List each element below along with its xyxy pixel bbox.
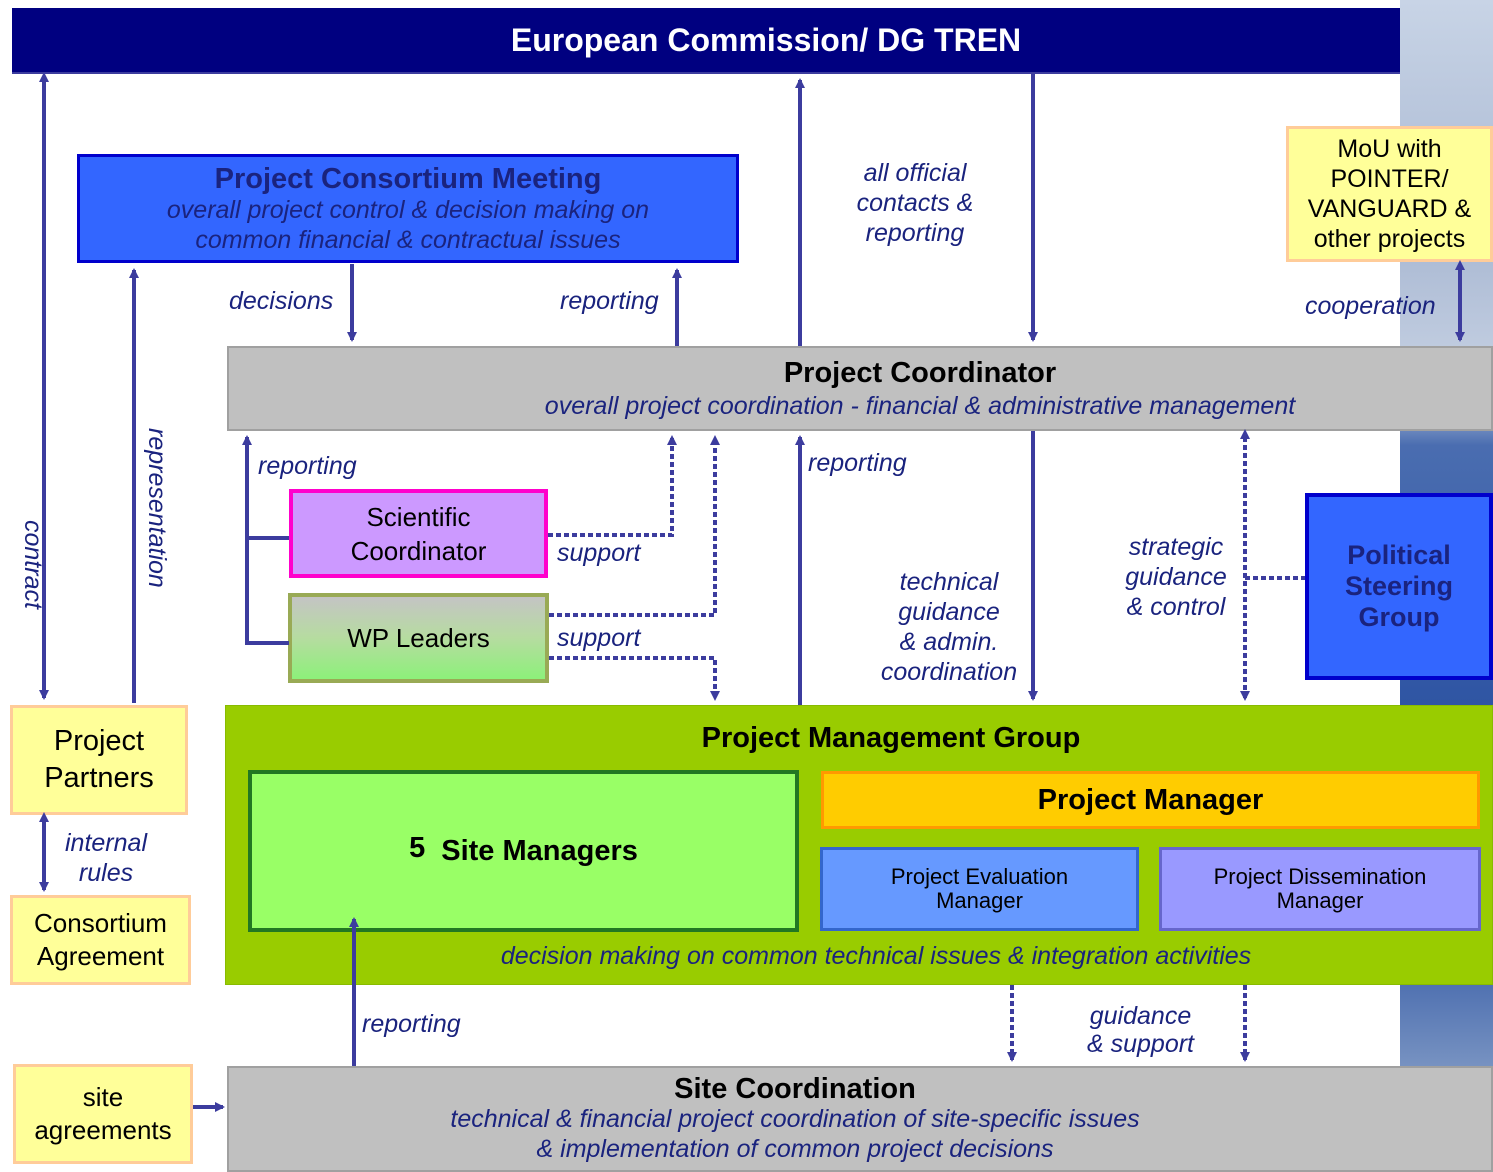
guidance-line-2: & support <box>1086 1030 1194 1058</box>
project-coordinator-title: Project Coordinator <box>783 356 1057 389</box>
project-partners-box: Project Partners <box>10 705 188 815</box>
partners-line-2: Partners <box>44 762 154 794</box>
scientific-coordinator-line-1: Scientific <box>366 501 471 532</box>
strategic-line-3: & control <box>1126 593 1226 621</box>
support-scientific-dotted <box>548 435 677 537</box>
consortium-meeting-subtitle-2: common financial & contractual issues <box>195 225 621 254</box>
political-line-2: Steering <box>1344 571 1454 601</box>
site-managers-label: Site Managers <box>441 834 638 867</box>
project-manager-box: Project Manager <box>821 771 1480 829</box>
mou-box: MoU with POINTER/ VANGUARD & other proje… <box>1286 126 1493 262</box>
support-scientific-label: support <box>557 539 641 567</box>
internal-line-2: rules <box>78 859 134 887</box>
site-agreements-line-1: site <box>82 1082 124 1112</box>
internal-line-1: internal <box>65 829 147 857</box>
site-coordination-box: Site Coordination technical & financial … <box>227 1066 1493 1172</box>
contract-label: contract <box>19 520 47 609</box>
scientific-coordinator-box: Scientific Coordinator <box>289 489 548 578</box>
evaluation-manager-box: Project Evaluation Manager <box>820 847 1139 931</box>
site-coordination-line-1: technical & financial project coordinati… <box>450 1105 1140 1133</box>
strategic-line-1: strategic <box>1128 533 1224 561</box>
mou-line-2: POINTER/ <box>1330 165 1449 193</box>
consortium-meeting-title: Project Consortium Meeting <box>214 162 602 195</box>
project-management-group-box: Project Management Group 5 Site Managers… <box>225 705 1493 985</box>
decisions-label: decisions <box>229 287 334 315</box>
technical-line-3: & admin. <box>899 628 999 656</box>
project-coordinator-subtitle: overall project coordination - financial… <box>544 391 1296 420</box>
strategic-line-2: guidance <box>1125 563 1227 591</box>
guidance-line-1: guidance <box>1089 1002 1192 1030</box>
evaluation-manager-line-2: Manager <box>936 888 1023 913</box>
political-line-1: Political <box>1347 540 1451 570</box>
official-line-1: all official <box>863 159 967 187</box>
strategic-guidance-label: strategic guidance & control <box>1112 532 1240 622</box>
technical-line-4: coordination <box>880 658 1018 686</box>
cooperation-label: cooperation <box>1305 292 1436 320</box>
site-coordination-line-2: & implementation of common project decis… <box>536 1135 1054 1163</box>
mou-line-4: other projects <box>1313 225 1466 253</box>
reporting-consortium-label: reporting <box>560 287 659 315</box>
dissemination-manager-box: Project Dissemination Manager <box>1159 847 1481 931</box>
wp-leaders-box: WP Leaders <box>288 593 549 683</box>
consortium-agreement-line-1: Consortium <box>34 908 167 938</box>
political-line-3: Group <box>1358 602 1440 632</box>
site-agreements-box: site agreements <box>13 1064 193 1164</box>
internal-rules-label: internal rules <box>52 828 160 888</box>
political-steering-group-box: Political Steering Group <box>1305 493 1493 680</box>
consortium-meeting-box: Project Consortium Meeting overall proje… <box>77 154 739 263</box>
partners-line-1: Project <box>53 725 145 757</box>
site-managers-box: 5 Site Managers <box>248 770 799 932</box>
project-coordinator-box: Project Coordinator overall project coor… <box>227 346 1493 431</box>
official-line-3: reporting <box>865 219 965 247</box>
support-wp-down-dotted <box>549 656 720 701</box>
consortium-agreement-box: Consortium Agreement <box>10 895 191 985</box>
consortium-meeting-subtitle-1: overall project control & decision makin… <box>166 195 650 224</box>
mou-line-3: VANGUARD & <box>1307 195 1472 223</box>
reporting-site-label: reporting <box>362 1010 461 1038</box>
wp-leaders-label: WP Leaders <box>347 622 490 653</box>
evaluation-manager-line-1: Project Evaluation <box>890 864 1069 889</box>
site-agreements-line-2: agreements <box>34 1115 172 1145</box>
reporting-left-bracket <box>245 536 289 645</box>
project-management-group-title: Project Management Group <box>701 722 1081 754</box>
reporting-left-label: reporting <box>258 452 357 480</box>
project-manager-label: Project Manager <box>1037 783 1264 816</box>
technical-line-1: technical <box>899 568 999 596</box>
header-title: European Commission/ DG TREN <box>510 21 1022 58</box>
support-wp-up-dotted <box>549 435 720 617</box>
project-management-group-footer: decision making on common technical issu… <box>500 942 1252 970</box>
guidance-support-label: guidance & support <box>1068 1002 1213 1058</box>
reporting-center-label: reporting <box>808 449 907 477</box>
official-line-2: contacts & <box>856 189 974 217</box>
mou-line-1: MoU with <box>1337 135 1442 163</box>
dissemination-manager-line-1: Project Dissemination <box>1213 864 1427 889</box>
site-coordination-title: Site Coordination <box>674 1073 916 1105</box>
header-bar: European Commission/ DG TREN <box>12 8 1400 74</box>
representation-label: representation <box>143 428 171 588</box>
site-managers-number: 5 <box>409 831 426 864</box>
consortium-agreement-line-2: Agreement <box>36 941 165 971</box>
dissemination-manager-line-2: Manager <box>1276 888 1364 913</box>
scientific-coordinator-line-2: Coordinator <box>350 535 487 566</box>
technical-line-2: guidance <box>898 598 1000 626</box>
support-wp-label: support <box>557 624 641 652</box>
technical-guidance-label: technical guidance & admin. coordination <box>866 567 1032 687</box>
official-contacts-label: all official contacts & reporting <box>830 158 1000 248</box>
